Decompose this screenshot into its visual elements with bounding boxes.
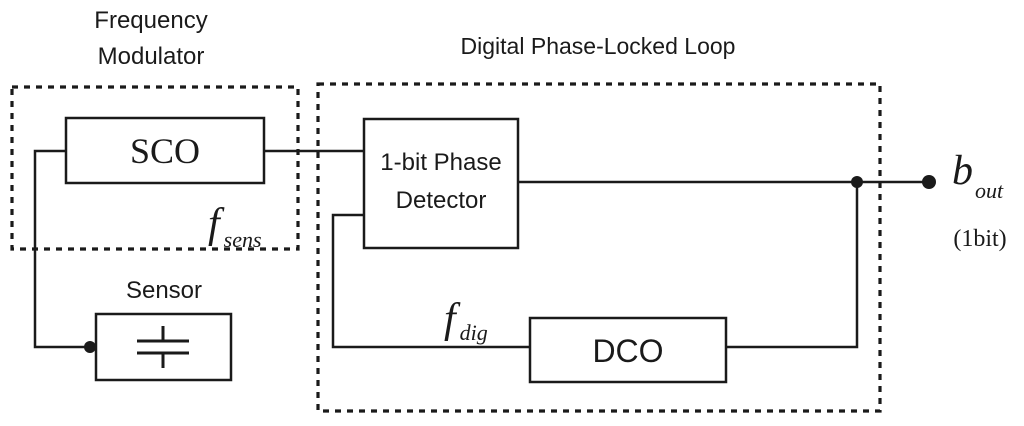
output-terminal-dot [922,175,936,189]
dco-label: DCO [592,333,663,369]
junction-dot-feedback [851,176,863,188]
sco-label: SCO [130,131,200,171]
b-out-label: bout [952,148,1004,203]
sensor-label: Sensor [126,277,202,304]
frequency-modulator-title-line2: Modulator [98,43,205,70]
phase-detector-label-line2: Detector [396,187,487,214]
wire-feedback-to-dco [726,182,859,349]
b-out-subscript: out [975,178,1004,203]
dpll-title: Digital Phase-Locked Loop [461,33,736,59]
frequency-modulator-boundary [10,85,300,251]
b-out-width-label: (1bit) [953,226,1006,252]
junction-dot-sensor [84,341,96,353]
wire-dco-to-phase-detector [331,213,530,349]
frequency-modulator-title-line1: Frequency [94,7,207,34]
phase-detector-block [362,117,520,250]
wire-sco-to-sensor [33,149,96,349]
f-sens-main: f [208,201,225,247]
dco-block [528,316,728,384]
capacitor-icon [137,326,189,368]
f-dig-main: f [444,296,461,342]
b-out-main: b [952,148,973,194]
f-sens-subscript: sens [224,227,262,252]
sco-block [64,116,266,185]
phase-detector-label-line1: 1-bit Phase [380,149,501,176]
f-dig-subscript: dig [460,320,488,345]
sensor-block [94,312,233,382]
dpll-boundary [316,82,882,413]
